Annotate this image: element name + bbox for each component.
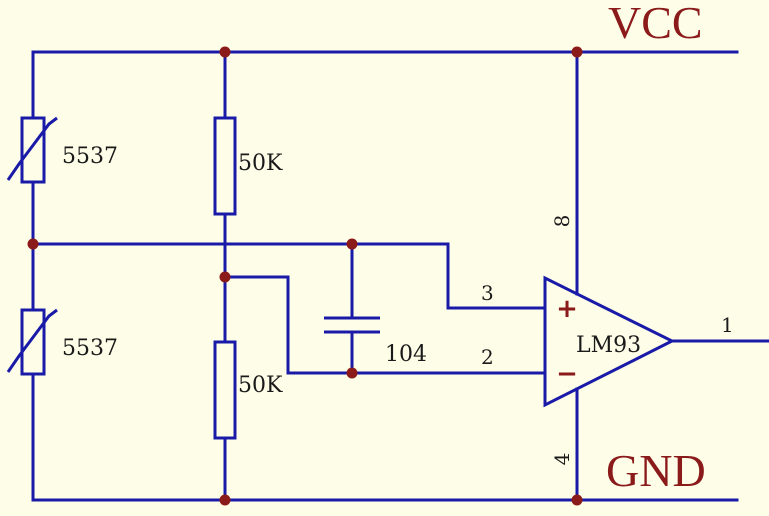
resistor-top-label: 50K <box>238 151 283 176</box>
opamp-minus-sign: − <box>556 359 578 389</box>
net-in-minus <box>223 275 547 375</box>
junction-dot <box>346 238 358 250</box>
junction-dot <box>346 367 358 379</box>
junction-dot <box>571 494 583 506</box>
junction-dot <box>571 46 583 58</box>
thermistor-bottom-label: 5537 <box>62 336 118 361</box>
pin-2-label: 2 <box>481 345 494 369</box>
opamp <box>543 50 769 502</box>
resistor-bottom <box>213 340 237 440</box>
junction-dot <box>219 46 231 58</box>
junctions <box>27 46 583 506</box>
junction-dot <box>219 271 231 283</box>
vcc-label: VCC <box>608 0 703 48</box>
thermistor-top-label: 5537 <box>62 144 118 169</box>
junction-dot <box>27 238 39 250</box>
opamp-plus-sign: + <box>556 294 578 324</box>
thermistor-top <box>6 116 58 184</box>
capacitor <box>324 242 380 375</box>
thermistor-bottom <box>6 308 58 376</box>
pin-8-label: 8 <box>550 215 574 228</box>
capacitor-label: 104 <box>385 342 427 367</box>
junction-dot <box>219 494 231 506</box>
net-in-plus <box>31 242 547 310</box>
gnd-label: GND <box>606 445 706 496</box>
pin-4-label: 4 <box>550 453 574 466</box>
resistor-top <box>213 116 237 216</box>
pin-3-label: 3 <box>481 281 494 305</box>
opamp-name: LM93 <box>576 333 641 358</box>
resistor-bottom-label: 50K <box>238 373 283 398</box>
pin-1-label: 1 <box>721 313 734 337</box>
